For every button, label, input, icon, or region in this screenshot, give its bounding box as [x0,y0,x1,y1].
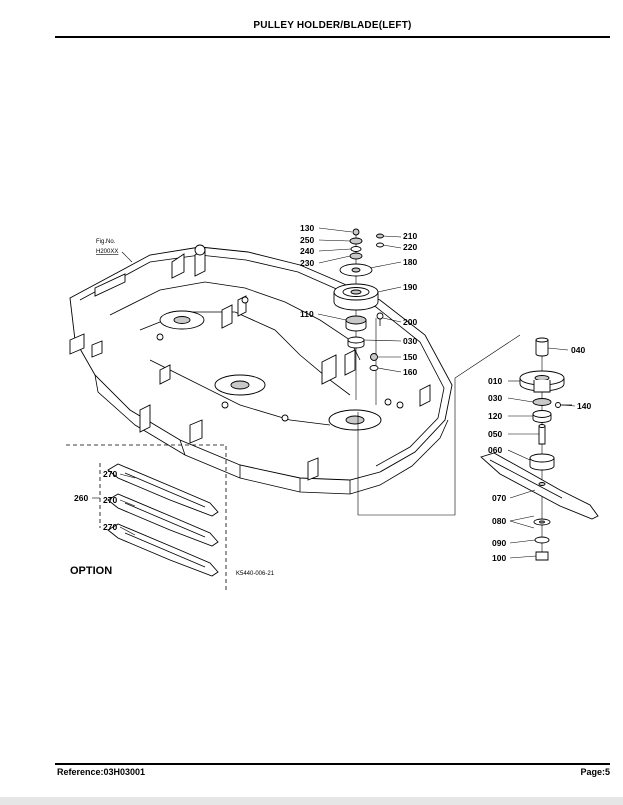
callout-040: 040 [571,345,585,355]
drawing-code: K5440-006-21 [236,571,275,577]
spindle-assembly [480,337,599,561]
callout-060: 060 [488,445,502,455]
callout-090: 090 [492,538,506,548]
header-rule [55,36,610,38]
callout-010: 010 [488,376,502,386]
callout-070: 070 [492,493,506,503]
callout-270-a: 270 [103,469,117,479]
callout-110: 110 [300,309,314,319]
option-blades [66,444,227,592]
callout-240: 240 [300,246,314,256]
option-label: OPTION [70,565,112,577]
viewer-bottom-edge [0,797,623,805]
callout-250: 250 [300,235,314,245]
leader-lines [92,227,576,559]
callout-210: 210 [403,231,417,241]
callout-260: 260 [74,493,88,503]
callout-270-b: 270 [103,495,117,505]
callout-150: 150 [403,352,417,362]
callout-120: 120 [488,411,502,421]
pulley-stack [333,228,384,405]
footer-rule [55,763,610,765]
reference-code: Reference:03H03001 [57,767,146,777]
fig-no-label: Fig.No. [96,239,116,245]
callout-050: 050 [488,429,502,439]
page-number: Page:5 [580,767,610,777]
callout-140: 140 [577,401,591,411]
callout-100: 100 [492,553,506,563]
page-title: PULLEY HOLDER/BLADE(LEFT) [253,20,412,31]
callout-230: 230 [300,258,314,268]
callout-270-c: 270 [103,522,117,532]
callout-080: 080 [492,516,506,526]
mower-deck [69,244,453,495]
callout-220: 220 [403,242,417,252]
callout-200: 200 [403,317,417,327]
callout-030-upper: 030 [403,336,417,346]
fig-no-value: H200XX [96,249,118,255]
callout-130: 130 [300,223,314,233]
callout-160: 160 [403,367,417,377]
callout-190: 190 [403,282,417,292]
callout-180: 180 [403,257,417,267]
callout-030-lower: 030 [488,393,502,403]
